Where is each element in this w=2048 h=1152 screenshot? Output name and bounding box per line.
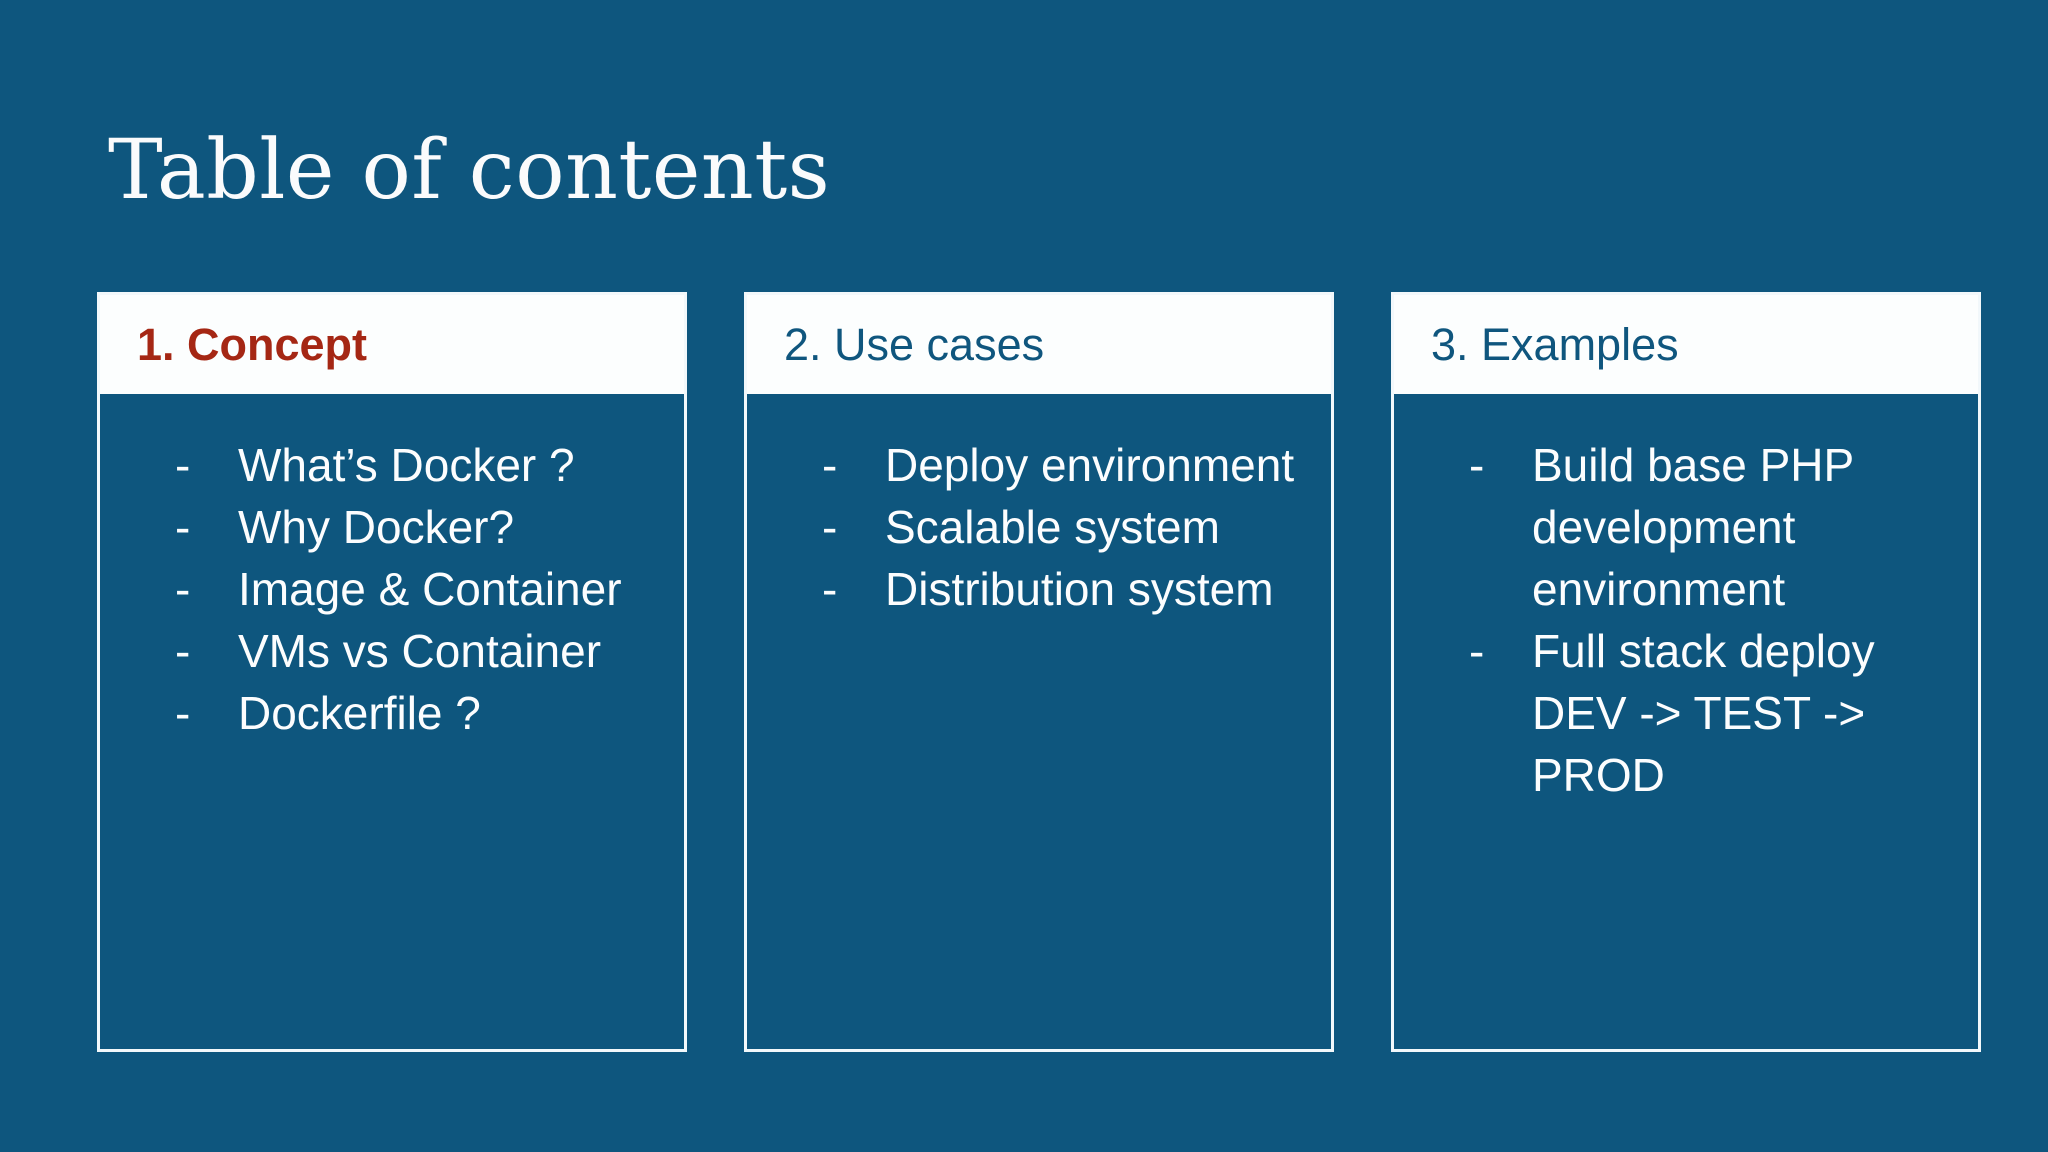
bullet-dash: - — [175, 439, 191, 491]
card-header: 2. Use cases — [747, 295, 1331, 394]
list-item: -VMs vs Container — [100, 620, 668, 682]
item-text: Deploy environment — [885, 434, 1315, 496]
card-use-cases: 2. Use cases -Deploy environment-Scalabl… — [744, 292, 1334, 1052]
item-text: Why Docker? — [238, 496, 668, 558]
item-line: DEV -> TEST -> — [1532, 687, 1866, 739]
list-item: -Image & Container — [100, 558, 668, 620]
card-body: -What’s Docker ?-Why Docker?-Image & Con… — [100, 394, 684, 1049]
bullet-dash: - — [1469, 625, 1485, 677]
item-line: Full stack deploy — [1532, 625, 1875, 677]
item-text: What’s Docker ? — [238, 434, 668, 496]
list-item: -Scalable system — [747, 496, 1315, 558]
item-line: Build base PHP — [1532, 439, 1855, 491]
list-item: -Dockerfile ? — [100, 682, 668, 744]
list-item: -Why Docker? — [100, 496, 668, 558]
list-item: -Distribution system — [747, 558, 1315, 620]
item-text: Image & Container — [238, 558, 668, 620]
card-header: 3. Examples — [1394, 295, 1978, 394]
bullet-dash: - — [175, 625, 191, 677]
item-line: environment — [1532, 563, 1786, 615]
card-title: 2. Use cases — [784, 318, 1045, 370]
item-line: Deploy environment — [885, 439, 1295, 491]
bullet-dash: - — [822, 563, 838, 615]
card-header: 1. Concept — [100, 295, 684, 394]
item-text: Build base PHP development environment — [1532, 434, 1962, 620]
bullet-dash: - — [175, 687, 191, 739]
bullet-dash: - — [822, 439, 838, 491]
item-line: Why Docker? — [238, 501, 515, 553]
list-item: -Build base PHP development environment — [1394, 434, 1962, 620]
item-line: Distribution system — [885, 563, 1274, 615]
item-line: development — [1532, 501, 1796, 553]
item-text: Distribution system — [885, 558, 1315, 620]
bullet-dash: - — [175, 563, 191, 615]
item-text: Dockerfile ? — [238, 682, 668, 744]
bullet-dash: - — [1469, 439, 1485, 491]
card-title: 3. Examples — [1431, 318, 1679, 370]
bullet-dash: - — [822, 501, 838, 553]
list-item: -What’s Docker ? — [100, 434, 668, 496]
list-item: -Deploy environment — [747, 434, 1315, 496]
card-list: -What’s Docker ?-Why Docker?-Image & Con… — [100, 434, 684, 744]
item-line: Dockerfile ? — [238, 687, 481, 739]
item-line: Scalable system — [885, 501, 1220, 553]
card-concept: 1. Concept -What’s Docker ?-Why Docker?-… — [97, 292, 687, 1052]
card-title: 1. Concept — [137, 318, 368, 370]
item-text: VMs vs Container — [238, 620, 668, 682]
item-line: VMs vs Container — [238, 625, 602, 677]
slide-title: Table of contents — [108, 123, 831, 218]
item-text: Scalable system — [885, 496, 1315, 558]
card-list: -Deploy environment-Scalable system-Dist… — [747, 434, 1331, 620]
item-line: What’s Docker ? — [238, 439, 575, 491]
cards-container: 1. Concept -What’s Docker ?-Why Docker?-… — [97, 292, 1981, 1052]
item-line: PROD — [1532, 749, 1665, 801]
card-body: -Deploy environment-Scalable system-Dist… — [747, 394, 1331, 1049]
item-line: Image & Container — [238, 563, 622, 615]
bullet-dash: - — [175, 501, 191, 553]
